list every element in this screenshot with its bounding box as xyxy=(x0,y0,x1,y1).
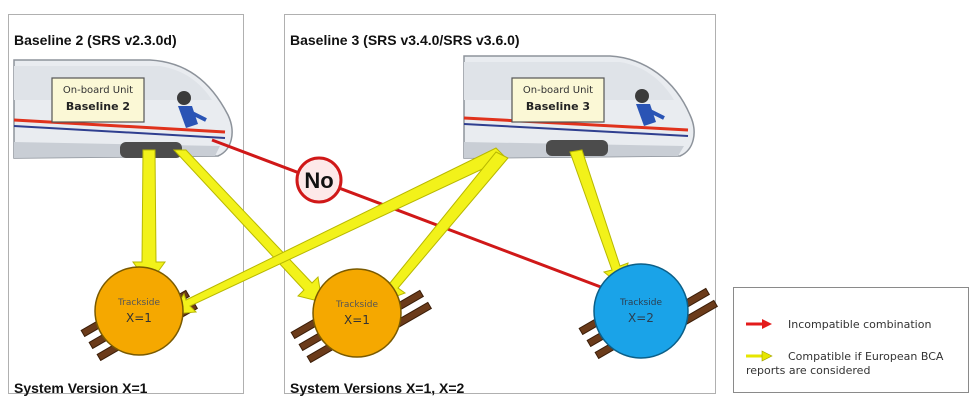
driver-figure-2 xyxy=(635,89,665,126)
baseline3-title: Baseline 3 (SRS v3.4.0/SRS v3.6.0) xyxy=(290,32,520,48)
onboard-unit-label-1: On-board Unit xyxy=(63,85,133,96)
baseline2-title: Baseline 2 (SRS v2.3.0d) xyxy=(14,32,177,48)
red-arrow-icon xyxy=(746,319,772,329)
driver-figure-1 xyxy=(177,91,207,128)
onboard-unit-box-2 xyxy=(511,77,605,123)
trackside-1: Trackside X=1 xyxy=(94,266,184,356)
trackside-2-label: Trackside xyxy=(335,300,378,310)
onboard-unit-baseline-2: Baseline 3 xyxy=(526,100,590,113)
yellow-arrow-b3-to-ts3 xyxy=(569,149,629,289)
onboard-unit-label-2: On-board Unit xyxy=(523,85,593,96)
baseline2-footer: System Version X=1 xyxy=(14,380,148,396)
yellow-arrow-icon xyxy=(746,350,773,362)
incompatible-arrow xyxy=(211,138,616,294)
trackside-1-label: Trackside xyxy=(117,298,160,308)
legend-compatible-line1: Compatible if European BCA xyxy=(788,350,944,363)
onboard-unit-box-1 xyxy=(51,77,145,123)
legend-compatible-line2: reports are considered xyxy=(746,364,871,377)
trackside-3: Trackside X=2 xyxy=(593,263,689,359)
trackside-1-value: X=1 xyxy=(126,311,152,325)
trackside-3-value: X=2 xyxy=(628,311,654,325)
onboard-unit-baseline-1: Baseline 2 xyxy=(66,100,130,113)
trackside-3-label: Trackside xyxy=(619,298,662,308)
baseline3-footer: System Versions X=1, X=2 xyxy=(290,380,465,396)
no-badge-label: No xyxy=(304,168,333,193)
yellow-arrow-b3-to-ts1 xyxy=(171,147,507,315)
trackside-2: Trackside X=1 xyxy=(312,268,402,358)
no-badge xyxy=(295,156,343,204)
yellow-arrow-b2-to-ts1 xyxy=(132,149,166,285)
legend: Incompatible combination Compatible if E… xyxy=(733,287,969,393)
legend-incompatible: Incompatible combination xyxy=(788,318,932,331)
trackside-2-value: X=1 xyxy=(344,313,370,327)
